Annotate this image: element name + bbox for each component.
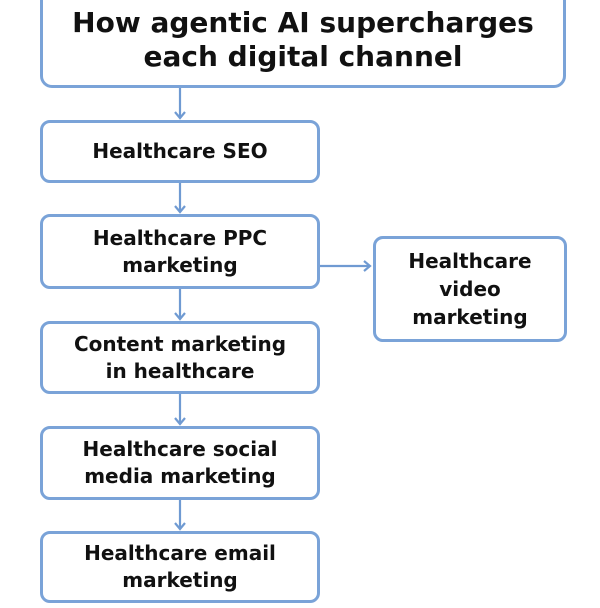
- node-healthcare-seo: Healthcare SEO: [40, 120, 320, 183]
- node-label: Healthcare video marketing: [408, 249, 532, 329]
- diagram-title: How agentic AI supercharges each digital…: [72, 5, 534, 73]
- node-label: Healthcare email marketing: [84, 541, 276, 592]
- node-healthcare-video-marketing: Healthcare video marketing: [373, 236, 567, 342]
- node-healthcare-ppc-marketing: Healthcare PPC marketing: [40, 214, 320, 289]
- node-label: Healthcare SEO: [92, 139, 268, 163]
- node-healthcare-email-marketing: Healthcare email marketing: [40, 531, 320, 603]
- node-content-marketing-in-healthcare: Content marketing in healthcare: [40, 321, 320, 394]
- node-label: Content marketing in healthcare: [73, 331, 287, 383]
- diagram-title-box: How agentic AI supercharges each digital…: [40, 0, 566, 88]
- node-label: Healthcare social media marketing: [82, 437, 278, 488]
- node-healthcare-social-media-marketing: Healthcare social media marketing: [40, 426, 320, 500]
- node-label: Healthcare PPC marketing: [92, 225, 268, 277]
